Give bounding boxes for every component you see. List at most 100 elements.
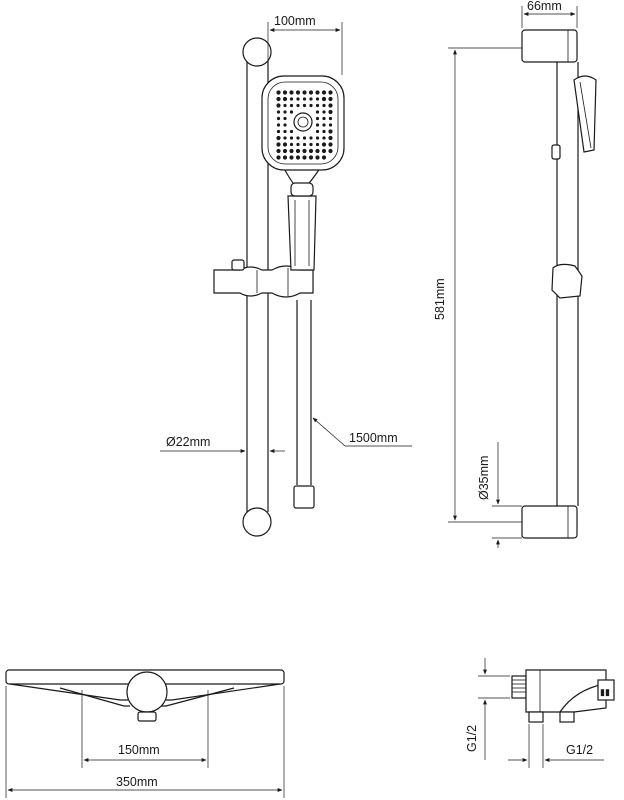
spray-nozzle [289,90,294,95]
spray-nozzle [296,142,300,147]
side-hand-shower [551,75,597,299]
rail-diameter-label: Ø22mm [166,435,210,449]
valve-detail: ▮▮ G1/2 G1/2 [465,658,615,768]
spray-nozzle [289,110,294,114]
head-width-dimension: 100mm [267,14,343,75]
front-view: 100mm Ø22mm 1500mm [160,14,412,537]
top-view-bar: 150mm 350mm [5,669,285,798]
spray-nozzle [328,103,333,108]
top-wall-bracket [521,29,578,63]
spray-nozzle [283,103,287,108]
spray-nozzle [276,155,281,160]
spray-nozzle [302,142,307,147]
spray-nozzle [315,123,320,127]
spray-nozzle [302,103,307,108]
spray-nozzle [322,110,326,114]
hand-shower-handle [280,164,324,271]
spray-nozzle [282,148,288,154]
spray-nozzle [328,148,333,154]
hand-shower-head [261,75,345,171]
spray-nozzle [315,116,320,121]
spray-nozzle [321,155,327,160]
spray-nozzle [302,97,307,101]
spray-nozzle [322,116,326,121]
spray-nozzle [276,148,281,154]
spray-nozzle [276,103,281,108]
spray-nozzle [315,155,320,160]
spray-nozzle [289,97,294,101]
spray-nozzle [283,129,287,134]
spray-nozzle [276,116,281,121]
valve-marking: ▮▮ [600,687,610,697]
spray-nozzle [302,136,307,140]
spray-nozzle [322,103,326,108]
rail-centres-label: 150mm [118,743,160,757]
spray-nozzle [282,90,288,95]
spray-nozzle [289,136,294,140]
hose-length-label: 1500mm [349,431,398,445]
spray-nozzle [315,129,320,134]
spray-nozzle [296,97,300,101]
spray-nozzle [302,155,307,160]
spray-nozzle [289,129,294,134]
spray-nozzle [315,90,320,95]
spray-nozzle [321,96,327,102]
spray-nozzle [308,155,314,160]
spray-nozzle [309,142,313,147]
bracket-diameter-dimension: Ø35mm [477,442,522,548]
spray-nozzle [276,135,281,141]
bracket-diameter-label: Ø35mm [477,456,491,500]
spray-nozzle [315,136,320,140]
spray-nozzle [282,142,288,147]
spray-nozzle [276,129,281,134]
slider-bracket [213,259,314,298]
bracket-depth-dimension: 66mm [521,0,578,28]
spray-nozzle [276,142,281,147]
spray-nozzle [328,135,333,141]
spray-nozzle [282,96,288,102]
spray-nozzle [322,129,326,134]
spray-nozzle [315,142,320,147]
spray-nozzle [289,142,294,147]
spray-nozzle [321,148,327,154]
spray-nozzle [328,90,333,95]
spray-nozzle [315,103,320,108]
outlet-thread-label: G1/2 [566,743,593,757]
spray-nozzle [295,90,301,95]
spray-nozzle [315,110,320,114]
spray-nozzle [309,103,313,108]
spray-nozzle [322,123,326,127]
spray-nozzle [321,90,327,95]
side-view: 66mm 581mm Ø35mm [433,0,597,548]
spray-nozzle [309,97,313,101]
outlet-thread-dimension: G1/2 [508,724,604,768]
spray-nozzle [315,148,320,154]
spray-nozzle [276,90,281,95]
spray-nozzle [283,136,287,140]
spray-nozzle [328,142,333,147]
spray-nozzle [302,148,307,154]
rail-length-label: 581mm [433,278,447,320]
bracket-depth-label: 66mm [527,0,562,13]
spray-nozzle [322,136,326,140]
head-width-label: 100mm [274,14,316,28]
spray-nozzle [328,116,333,121]
shower-hose [293,300,315,509]
spray-nozzle [328,109,333,115]
spray-nozzle [315,97,320,101]
spray-nozzle [276,110,281,114]
spray-nozzle [289,103,294,108]
spray-nozzle [283,123,287,127]
spray-nozzle [321,142,327,147]
spray-nozzle [289,148,294,154]
spray-nozzle [295,148,301,154]
spray-nozzle [328,129,333,134]
spray-nozzle [282,155,288,160]
spray-nozzle [283,110,287,114]
spray-nozzle [328,123,333,127]
overall-width-label: 350mm [116,775,158,789]
overall-width-dimension: 350mm [5,686,285,798]
spray-nozzle [308,148,314,154]
spray-nozzle [309,136,313,140]
